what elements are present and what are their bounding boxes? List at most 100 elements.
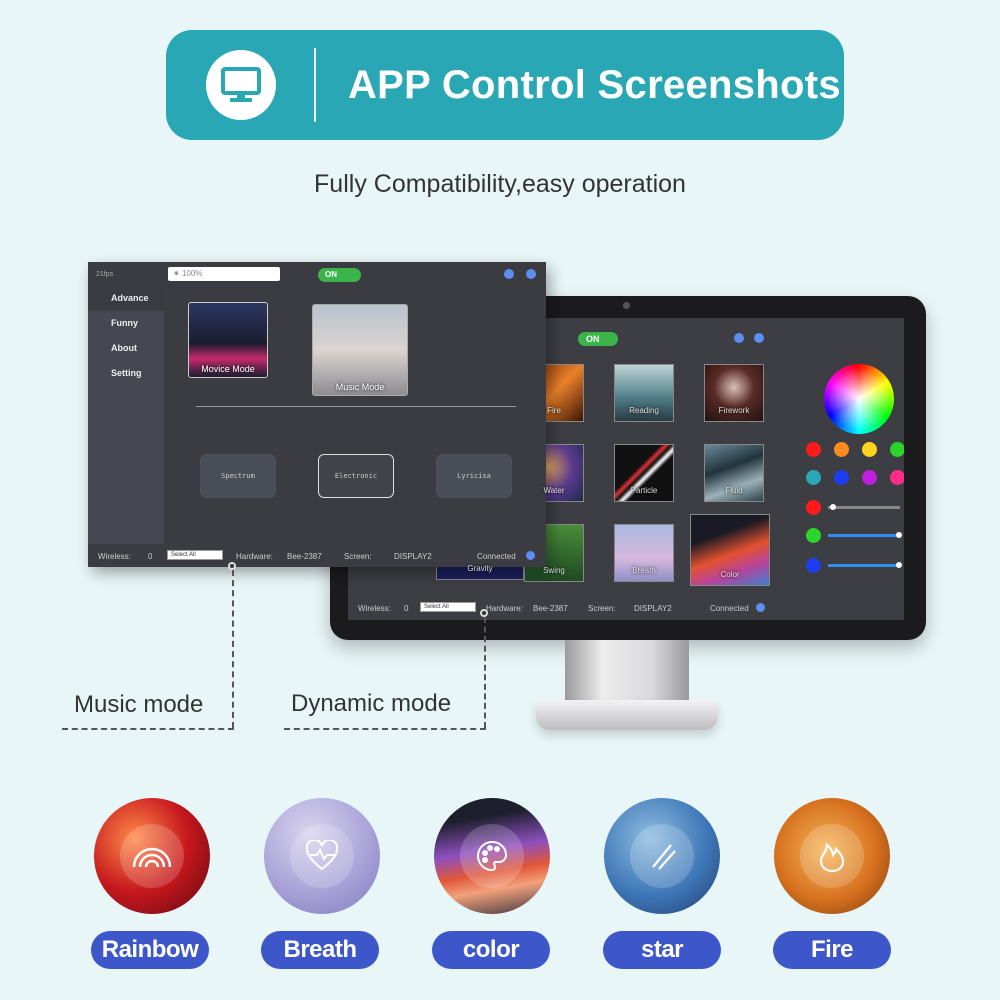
sidebar-item-about[interactable]: About xyxy=(111,343,137,353)
screen-value: DISPLAY2 xyxy=(634,604,672,613)
wireless-label: Wireless: xyxy=(358,604,391,613)
color-preset-red[interactable] xyxy=(806,442,821,457)
rainbow-effect[interactable] xyxy=(94,798,210,914)
app-power-toggle[interactable]: ON xyxy=(318,268,361,282)
effect-tile-reading[interactable]: Reading xyxy=(614,364,674,422)
color-effect[interactable] xyxy=(434,798,550,914)
music-mode-label: Music mode xyxy=(74,691,204,718)
callout-line-dynamic xyxy=(484,617,486,728)
monitor: ON Fire Reading Firework Water Particle … xyxy=(330,296,926,640)
effect-tile-breath[interactable]: Breath xyxy=(614,524,674,582)
color-preset-purple[interactable] xyxy=(862,470,877,485)
rainbow-icon xyxy=(132,847,172,868)
color-preset-blue[interactable] xyxy=(834,470,849,485)
flame-icon xyxy=(819,842,845,873)
window-dot[interactable] xyxy=(504,269,514,279)
star-label[interactable]: star xyxy=(603,931,721,969)
color-preset-orange[interactable] xyxy=(834,442,849,457)
window-dot[interactable] xyxy=(734,333,744,343)
rainbow-label[interactable]: Rainbow xyxy=(91,931,209,969)
effect-tile-fluid[interactable]: Fluid xyxy=(704,444,764,502)
screen-label: Screen: xyxy=(588,604,616,613)
monitor-icon-badge xyxy=(206,50,276,120)
section-divider xyxy=(196,406,516,407)
banner-divider xyxy=(314,48,316,122)
connected-indicator xyxy=(756,603,765,612)
wireless-value: 0 xyxy=(404,604,409,613)
hardware-value: Bee-2387 xyxy=(533,604,568,613)
sun-icon: ✷ xyxy=(173,269,182,278)
green-slider[interactable] xyxy=(828,534,900,537)
blue-slider-knob[interactable] xyxy=(896,562,902,568)
lyricisa-button[interactable]: Lyricisa xyxy=(436,454,512,498)
fire-label[interactable]: Fire xyxy=(773,931,891,969)
monitor-screen: ON Fire Reading Firework Water Particle … xyxy=(348,318,904,620)
page-subtitle: Fully Compatibility,easy operation xyxy=(314,170,686,198)
star-streak-icon xyxy=(652,844,676,870)
electronic-button[interactable]: Electronic xyxy=(318,454,394,498)
hardware-label: Hardware: xyxy=(236,552,273,561)
callout-underline-dynamic xyxy=(284,728,486,730)
star-effect[interactable] xyxy=(604,798,720,914)
app-sidebar: Advance Funny About Setting xyxy=(88,286,164,544)
window-dot[interactable] xyxy=(754,333,764,343)
page-title: APP Control Screenshots xyxy=(348,63,841,107)
brightness-field[interactable]: ✷ 100% xyxy=(168,267,280,281)
color-label[interactable]: color xyxy=(432,931,550,969)
effect-tile-particle[interactable]: Particle xyxy=(614,444,674,502)
connected-indicator xyxy=(526,551,535,560)
monitor-status-bar: Wireless: 0 Select All Hardware: Bee-238… xyxy=(348,596,904,620)
window-dot[interactable] xyxy=(526,269,536,279)
color-preset-green[interactable] xyxy=(890,442,904,457)
select-all-dropdown[interactable]: Select All xyxy=(167,550,223,560)
monitor-icon xyxy=(221,67,261,102)
callout-dot-dynamic xyxy=(480,609,488,617)
effect-tile-firework[interactable]: Firework xyxy=(704,364,764,422)
connected-label: Connected xyxy=(477,552,516,561)
music-mode-card[interactable]: Music Mode xyxy=(312,304,408,396)
sidebar-item-funny[interactable]: Funny xyxy=(111,318,138,328)
callout-dot-music xyxy=(228,562,236,570)
wireless-label: Wireless: xyxy=(98,552,131,561)
callout-line-music xyxy=(232,570,234,728)
breath-effect[interactable] xyxy=(264,798,380,914)
palette-icon xyxy=(477,840,508,872)
connected-label: Connected xyxy=(710,604,749,613)
color-preset-teal[interactable] xyxy=(806,470,821,485)
green-channel-dot xyxy=(806,528,821,543)
sidebar-item-advance[interactable]: Advance xyxy=(88,286,164,311)
red-slider[interactable] xyxy=(828,506,900,509)
movie-mode-card[interactable]: Movice Mode xyxy=(188,302,268,378)
wireless-value: 0 xyxy=(148,552,153,561)
spectrum-button[interactable]: Spectrum xyxy=(200,454,276,498)
hardware-label: Hardware: xyxy=(486,604,523,613)
title-banner: APP Control Screenshots xyxy=(166,30,844,140)
red-channel-dot xyxy=(806,500,821,515)
sidebar-item-setting[interactable]: Setting xyxy=(111,368,142,378)
color-wheel[interactable] xyxy=(824,364,894,434)
color-preset-yellow[interactable] xyxy=(862,442,877,457)
effect-tile-color[interactable]: Color xyxy=(690,514,770,586)
fps-readout: 21fps xyxy=(96,271,114,278)
monitor-stand-neck xyxy=(565,640,689,702)
red-slider-knob[interactable] xyxy=(830,504,836,510)
callout-underline-music xyxy=(62,728,234,730)
hardware-value: Bee-2387 xyxy=(287,552,322,561)
color-preset-pink[interactable] xyxy=(890,470,904,485)
screen-value: DISPLAY2 xyxy=(394,552,432,561)
blue-channel-dot xyxy=(806,558,821,573)
app-status-bar: Wireless: 0 Select All Hardware: Bee-238… xyxy=(88,546,546,567)
fire-effect[interactable] xyxy=(774,798,890,914)
blue-slider[interactable] xyxy=(828,564,900,567)
monitor-power-toggle[interactable]: ON xyxy=(578,332,618,346)
brightness-value: 100% xyxy=(181,269,203,278)
webcam xyxy=(623,302,630,309)
green-slider-knob[interactable] xyxy=(896,532,902,538)
select-all-dropdown[interactable]: Select All xyxy=(420,602,476,612)
dynamic-mode-label: Dynamic mode xyxy=(291,690,452,717)
breath-label[interactable]: Breath xyxy=(261,931,379,969)
screen-label: Screen: xyxy=(344,552,372,561)
heart-pulse-icon xyxy=(305,840,339,871)
monitor-stand-base xyxy=(536,700,718,730)
app-window: 21fps ✷ 100% ON Advance Funny About Sett… xyxy=(88,262,546,567)
